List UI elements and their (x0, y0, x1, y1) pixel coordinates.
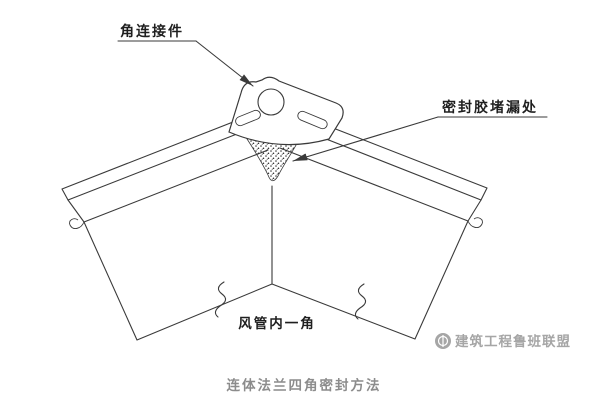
watermark: 建筑工程鲁班联盟 (435, 333, 571, 350)
connector-outline (228, 76, 344, 146)
right-break-mark-icon (354, 283, 367, 320)
sealant-label: 密封胶堵漏处 (441, 99, 538, 116)
right-flange (279, 111, 488, 228)
right-wall-face (272, 148, 468, 339)
right-flange-top-strip (288, 112, 487, 200)
corner-connector-label: 角连接件 (120, 23, 184, 40)
connector-leader-arrow (195, 40, 254, 87)
duct-inner-corner-label: 风管内一角 (238, 315, 316, 332)
watermark-text: 建筑工程鲁班联盟 (454, 333, 571, 350)
right-hem-curl-icon (467, 217, 483, 228)
corner-connector-plate (228, 76, 344, 146)
connector-bolt-hole (257, 88, 285, 116)
right-flange-top-edges (287, 111, 488, 201)
left-hem-curl-icon (69, 218, 85, 229)
left-flange-top-edges (61, 112, 261, 201)
leader-lines (117, 40, 548, 162)
right-flange-front-face (280, 124, 481, 221)
connector-left-slot (235, 109, 261, 127)
left-break-mark-icon (214, 281, 227, 318)
drawing-caption: 连体法兰四角密封方法 (227, 377, 382, 394)
left-wall-face (84, 150, 272, 340)
left-flange-front-face (68, 125, 268, 222)
left-flange (61, 112, 269, 229)
left-flange-top-strip (62, 113, 260, 200)
sealant-leader-arrow (292, 116, 439, 162)
connector-right-slot (297, 110, 328, 130)
luban-logo-icon (435, 333, 451, 349)
